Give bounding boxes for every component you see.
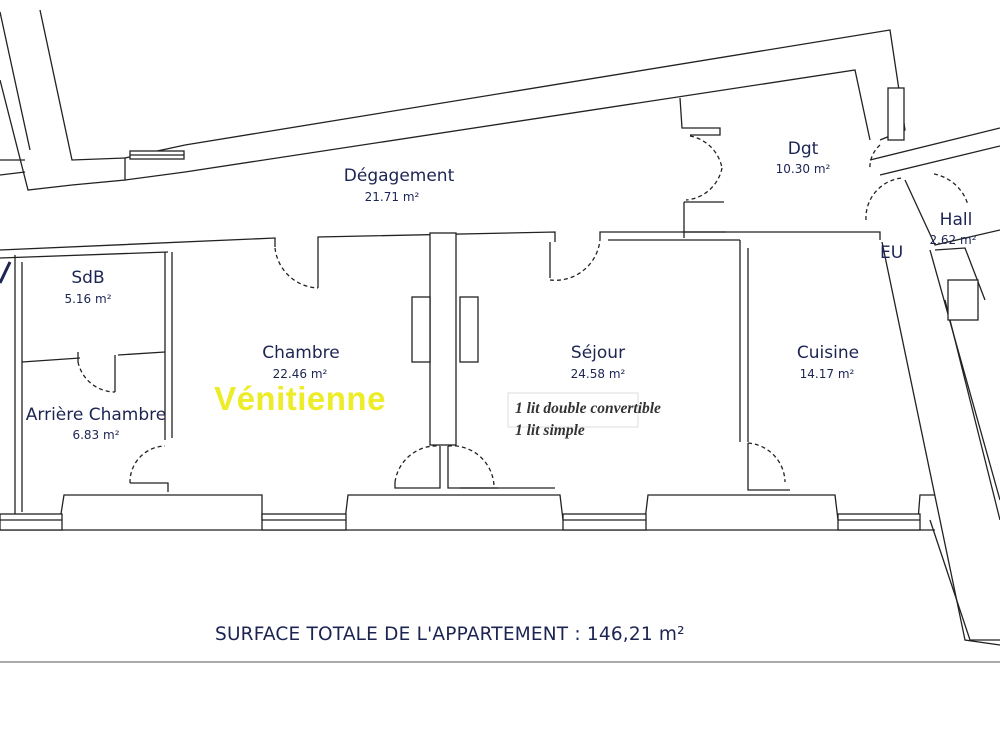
bed-note-line-1: 1 lit double convertible — [515, 400, 661, 417]
wall-dgt — [679, 97, 726, 238]
room-dgt-name: Dgt — [787, 139, 819, 159]
room-hall-name: Hall — [939, 210, 973, 230]
door-frames — [394, 443, 790, 491]
room-arriere-chambre-area: 6.83 m² — [72, 428, 120, 442]
bed-note-line-2: 1 lit simple — [515, 422, 585, 439]
room-hall-area: 2.62 m² — [929, 233, 977, 247]
room-sejour-area: 24.58 m² — [570, 367, 626, 381]
room-degagement-area: 21.71 m² — [364, 190, 420, 204]
wall-right — [869, 127, 1000, 646]
pillar — [411, 232, 479, 446]
room-chambre-name: Chambre — [262, 343, 340, 363]
room-arriere-chambre-name: Arrière Chambre — [25, 405, 167, 425]
eu-label: EU — [880, 243, 904, 263]
room-sdb-name: SdB — [71, 268, 105, 288]
room-dgt-area: 10.30 m² — [775, 162, 831, 176]
facade — [0, 494, 935, 531]
room-degagement-name: Dégagement — [343, 166, 455, 186]
wall-top-left — [0, 9, 126, 191]
room-chambre-area: 22.46 m² — [272, 367, 328, 381]
room-sdb-area: 5.16 m² — [64, 292, 112, 306]
venitienne-label: Vénitienne — [214, 380, 386, 417]
room-cuisine-area: 14.17 m² — [799, 367, 855, 381]
room-cuisine-name: Cuisine — [796, 343, 860, 363]
wall-left-rooms — [14, 252, 173, 520]
total-surface: SURFACE TOTALE DE L'APPARTEMENT : 146,21… — [215, 624, 685, 645]
wall-corridor-top — [124, 29, 906, 181]
edge-mark — [0, 261, 12, 284]
door-swings — [77, 135, 969, 487]
room-sejour-name: Séjour — [570, 343, 626, 363]
outer-boundary — [0, 519, 1000, 663]
bed-note-box — [507, 392, 639, 428]
